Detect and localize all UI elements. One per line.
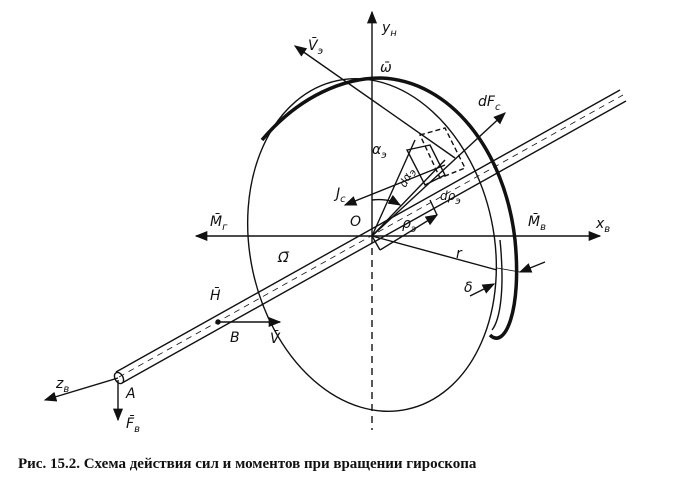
label-h: H̄ bbox=[210, 286, 221, 304]
label-radius: r bbox=[456, 246, 463, 262]
label-y-axis: yн bbox=[381, 20, 397, 39]
disk-back-rim bbox=[260, 76, 519, 340]
label-alpha-e: αэ bbox=[372, 142, 387, 161]
label-m-b: M̄в bbox=[528, 212, 546, 233]
labels: yн ω̄ V̄э dFc αэ dαэ Jc dρэ O ρэ M̄в xв … bbox=[55, 20, 610, 435]
label-rho-e: ρэ bbox=[402, 216, 416, 235]
label-z-axis: zв bbox=[55, 376, 69, 395]
label-omega: ω̄ bbox=[380, 60, 392, 76]
label-d-rho-e: dρэ bbox=[440, 189, 461, 207]
disk-front-face bbox=[246, 78, 498, 412]
delta-extension-line bbox=[496, 267, 521, 273]
rho-e-base-line bbox=[371, 235, 381, 251]
rho-e-arrow bbox=[379, 214, 439, 251]
label-df-c: dFc bbox=[478, 94, 501, 113]
element-outline-dashed bbox=[419, 127, 466, 179]
label-j-c: Jc bbox=[333, 186, 346, 205]
disk-edge-line bbox=[491, 239, 503, 331]
label-point-a: A bbox=[125, 386, 136, 402]
element-radial-line bbox=[371, 139, 416, 237]
figure-caption: Рис. 15.2. Схема действия сил и моментов… bbox=[18, 456, 477, 472]
label-point-b: B bbox=[230, 330, 240, 346]
label-f-b: F̄в bbox=[126, 414, 140, 435]
r-line bbox=[371, 235, 498, 271]
shaft bbox=[113, 89, 627, 385]
label-v: V̄ bbox=[270, 329, 281, 347]
label-v-e: V̄э bbox=[308, 36, 323, 57]
v-e-arrow bbox=[293, 45, 456, 159]
rho-e-tick bbox=[429, 199, 438, 216]
delta-arrow-inner bbox=[469, 283, 496, 297]
point-b-dot bbox=[215, 319, 221, 325]
label-big-omega: Ω̄ bbox=[277, 250, 290, 266]
label-thickness: δ bbox=[464, 280, 473, 296]
element-radial-line bbox=[371, 159, 446, 237]
z-axis bbox=[43, 377, 119, 402]
label-x-axis: xв bbox=[595, 216, 610, 235]
label-m-g: M̄г bbox=[210, 212, 228, 233]
label-origin: O bbox=[350, 214, 361, 230]
label-d-alpha-e: dαэ bbox=[397, 166, 420, 191]
df-c-arrow bbox=[371, 112, 506, 237]
element-outline bbox=[405, 144, 446, 186]
alpha-arc bbox=[371, 194, 402, 206]
delta-arrow bbox=[518, 261, 546, 273]
